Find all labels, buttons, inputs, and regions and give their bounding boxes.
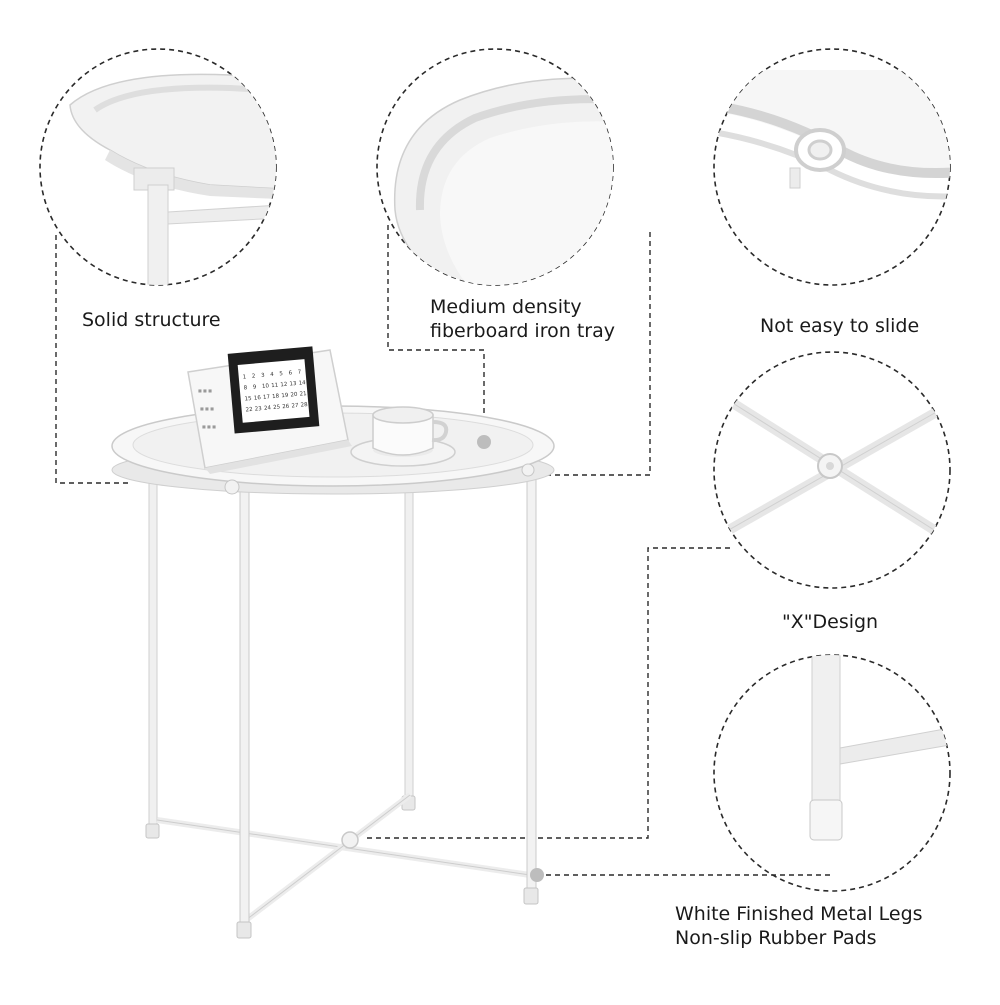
calendar-day: 18 [272, 393, 280, 400]
calendar-day: 27 [291, 403, 299, 410]
label-tray-line1: Medium density [430, 296, 582, 318]
calendar-day: 1 [243, 374, 247, 380]
calendar-day: 26 [282, 404, 290, 411]
calendar-day: 11 [271, 383, 278, 390]
detail-image-tray [393, 77, 613, 285]
tray-marker-dot [477, 435, 491, 449]
detail-image-legs [809, 655, 950, 841]
callout-connectors [55, 225, 830, 876]
svg-text:■ ■ ■: ■ ■ ■ [202, 424, 216, 429]
label-not-easy-to-slide-text: Not easy to slide [760, 315, 920, 337]
calendar-day: 9 [253, 384, 258, 390]
side-table [111, 405, 555, 939]
calendar-day: 23 [255, 406, 263, 413]
coffee-cup [350, 406, 456, 467]
connector-slide [535, 232, 651, 476]
calendar-day: 10 [262, 383, 270, 390]
legs-marker-dot [530, 868, 544, 882]
calendar-day: 22 [245, 407, 252, 414]
calendar-day: 25 [273, 404, 281, 411]
calendar-day: 6 [288, 370, 293, 376]
svg-text:■ ■ ■: ■ ■ ■ [200, 406, 214, 411]
calendar-day: 4 [270, 372, 275, 378]
label-legs-line2: Non-slip Rubber Pads [675, 927, 877, 949]
calendar-day: 15 [244, 396, 252, 403]
label-solid-structure-text: Solid structure [82, 309, 221, 331]
connector-solid-structure [55, 235, 130, 484]
calendar-day: 14 [298, 380, 306, 387]
calendar-day: 13 [289, 381, 297, 388]
connector-tray [387, 225, 485, 440]
calendar-day: 19 [281, 393, 289, 400]
label-not-easy-to-slide: Not easy to slide [760, 314, 919, 338]
connector-x-design [365, 547, 730, 839]
calendar-day: 17 [263, 394, 271, 401]
calendar-day: 12 [280, 382, 287, 389]
calendar-day: 21 [299, 391, 306, 398]
calendar-day: 28 [300, 402, 308, 409]
calendar-day: 20 [290, 392, 298, 399]
calendar-day: 5 [279, 371, 284, 377]
calendar-day: 3 [261, 373, 266, 379]
calendar-day: 2 [252, 373, 256, 379]
calendar-day: 8 [244, 385, 249, 391]
label-tray-line2: fiberboard iron tray [430, 320, 615, 342]
label-legs-line1: White Finished Metal Legs [675, 903, 923, 925]
label-tray: Medium density fiberboard iron tray [430, 295, 615, 343]
svg-text:■ ■ ■: ■ ■ ■ [198, 388, 212, 393]
label-x-design: "X"Design [782, 610, 878, 634]
detail-image-solid-structure [69, 73, 276, 285]
label-solid-structure: Solid structure [82, 308, 221, 332]
calendar-day: 24 [264, 405, 272, 412]
calendar-day: 7 [298, 369, 303, 375]
calendar-day: 16 [254, 395, 262, 402]
label-x-design-text: "X"Design [782, 611, 879, 633]
label-legs: White Finished Metal Legs Non-slip Rubbe… [675, 902, 923, 950]
detail-image-x-design [717, 390, 950, 545]
detail-image-slide [714, 70, 950, 200]
detail-circle-legs [713, 654, 951, 892]
detail-circle-x-design [713, 351, 951, 589]
